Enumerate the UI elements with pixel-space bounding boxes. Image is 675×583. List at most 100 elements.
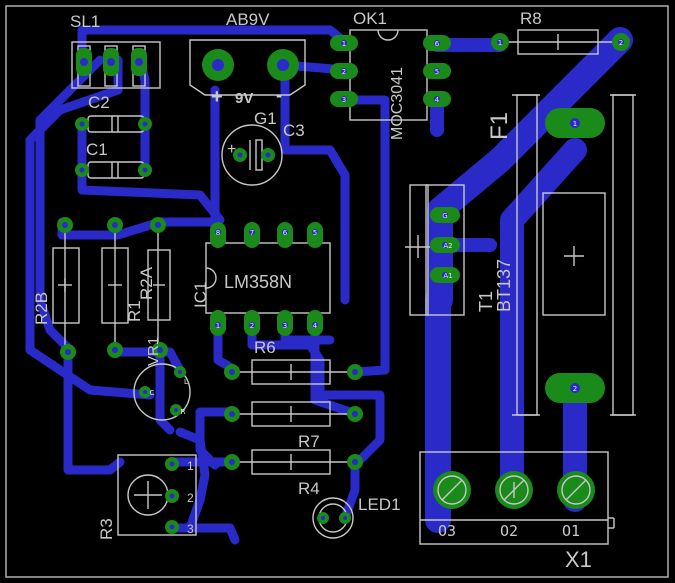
f1-fuse-holder: 1 2 F1 [486, 94, 636, 416]
trace-c-right [135, 55, 150, 175]
c2-capacitor: C2 [75, 93, 152, 133]
x1-screw-o1 [557, 471, 595, 509]
r2b-resistor: R2B [32, 217, 80, 360]
ic1-pin-7: 7 [250, 229, 254, 237]
x1-terminal: O3 O2 O1 X1 [419, 451, 615, 572]
r6-resistor: R6 [224, 338, 363, 385]
r4-label: R4 [298, 479, 320, 498]
t1-triac: G A2 A1 T1 BT137 [405, 184, 514, 316]
trace-mains-diagonal [427, 27, 633, 313]
ic1-pin-4: 4 [313, 322, 318, 330]
t1-pin-a1: A1 [443, 272, 452, 280]
r2a-label: R2A [137, 266, 156, 300]
r4-resistor: R4 [224, 449, 363, 498]
ok1-pad-5 [423, 63, 451, 79]
ok1-label: OK1 [353, 9, 387, 28]
vr1-pin-l: L [184, 378, 188, 386]
r1-resistor: R1 [101, 217, 144, 358]
x1-screw-o3 [433, 471, 471, 509]
c3-electrolytic: + G1 C3 [221, 109, 305, 186]
r3-pin-3: 3 [187, 522, 194, 536]
trace-ok1-r6 [340, 95, 390, 377]
x1-label-o2: O2 [500, 522, 518, 540]
vr1-trimmer: L C R VR1 [133, 337, 191, 421]
r7-label: R7 [298, 432, 320, 451]
f1-label: F1 [486, 112, 513, 140]
r3-pin-2: 2 [187, 491, 194, 505]
ok1-pad-1 [330, 35, 358, 51]
r1-label: R1 [125, 300, 144, 322]
sl1-label: SL1 [70, 12, 100, 31]
ab9v-label: AB9V [226, 10, 270, 29]
trace-layer [25, 25, 633, 545]
ic1-pin-5: 5 [313, 229, 317, 237]
r8-pin-2: 2 [619, 39, 623, 47]
r8-resistor: 1 2 R8 [491, 9, 630, 55]
vr1-pin-c: C [150, 389, 155, 397]
board-outline [5, 5, 669, 578]
t1-pin-a2: A2 [443, 242, 452, 250]
r8-pin-1: 1 [498, 39, 502, 47]
sl1-connector: SL1 [70, 12, 161, 89]
f1-pin-1: 1 [573, 120, 577, 128]
r3-trimmer: 1 2 3 R3 [97, 454, 197, 540]
r2b-label: R2B [32, 292, 51, 325]
c3-plus: + [227, 141, 236, 158]
trace-r3-down [175, 427, 210, 533]
t1-pin-g: G [442, 212, 447, 220]
c1-label: C1 [86, 140, 108, 159]
ic1-pin-6: 6 [283, 229, 288, 237]
ic1-pin-1: 1 [216, 322, 220, 330]
ic1-pin-2: 2 [250, 322, 254, 330]
ic1-value: LM358N [224, 272, 292, 292]
led1: LED1 [312, 495, 401, 539]
x1-label-o1: O1 [562, 522, 580, 540]
vr1-label: VR1 [145, 337, 162, 366]
trace-r-top [57, 217, 223, 240]
x1-label-o3: O3 [438, 522, 456, 540]
ab9v-battery-clip: AB9V + 9V - [189, 10, 306, 108]
t1-pad-a1 [430, 267, 460, 283]
ab9v-minus: - [276, 85, 282, 105]
trace-ic-r7 [310, 320, 355, 417]
c1-capacitor: C1 [75, 140, 152, 179]
r6-label: R6 [254, 338, 276, 357]
ok1-optocoupler: 1 2 3 6 5 4 OK1 MOC3041 [330, 9, 451, 140]
ok1-value: MOC3041 [389, 67, 406, 140]
ok1-pin-2: 2 [342, 68, 346, 76]
trace-r3-bottom [167, 523, 240, 545]
r3-label: R3 [97, 518, 116, 540]
ok1-pin-5: 5 [435, 68, 439, 76]
led1-label: LED1 [358, 495, 401, 514]
c2-label: C2 [88, 93, 110, 112]
ic1-pin-3: 3 [283, 322, 287, 330]
ok1-pin-3: 3 [342, 96, 346, 104]
c3-label: C3 [283, 121, 305, 140]
ok1-pad-3 [330, 91, 358, 107]
r3-pin-1: 1 [187, 459, 194, 473]
ic1-pin-8: 8 [216, 229, 220, 237]
r2a-resistor: R2A [137, 217, 171, 358]
trace-mains-f1 [500, 138, 587, 497]
t1-value: BT137 [494, 259, 514, 312]
ic1-opamp: 8 7 6 5 1 2 3 4 LM358N IC1 [191, 222, 331, 336]
r8-label: R8 [520, 9, 542, 28]
ok1-pin-6: 6 [435, 40, 440, 48]
ok1-pad-2 [330, 63, 358, 79]
ic1-label: IC1 [191, 282, 210, 308]
trace-left-loop [35, 55, 105, 355]
x1-label: X1 [565, 547, 592, 572]
f1-pin-2: 2 [573, 385, 577, 393]
ok1-pad-6 [423, 35, 451, 51]
trace-left-outer [25, 55, 155, 400]
trace-9v-right [280, 60, 350, 305]
trace-r4-led [340, 457, 360, 523]
t1-pad-a2 [430, 237, 460, 253]
trace-r1-vr [110, 347, 185, 375]
trace-r2b-r3 [63, 347, 125, 475]
r7-resistor: R7 [224, 401, 363, 451]
ab9v-plus: + [211, 86, 223, 108]
ok1-pin-4: 4 [435, 96, 440, 104]
